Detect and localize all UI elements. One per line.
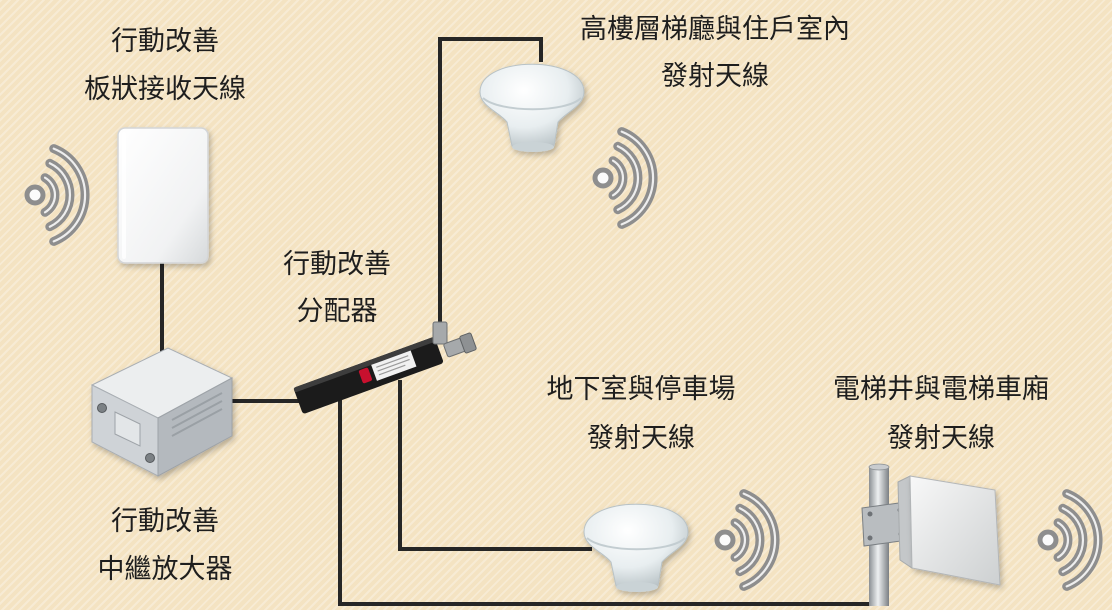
splitter-label-lines (376, 355, 410, 376)
directional-panel-antenna-icon (861, 463, 1001, 606)
splitter-logo (358, 367, 372, 384)
antenna-pole-top (868, 463, 890, 471)
receiver-antenna-subtitle: 板狀接收天線 (84, 74, 246, 105)
ceiling-dome-antenna-icon (479, 63, 585, 152)
wave-highlight (738, 507, 761, 573)
receiver-antenna-title: 行動改善 (111, 26, 219, 57)
amplifier-label-plate (114, 411, 141, 447)
dome-rim (482, 97, 582, 111)
signal-wave-icon (592, 127, 658, 229)
amplifier-icon (90, 347, 234, 477)
splitter-title: 行動改善 (283, 249, 391, 280)
splitter-icon (293, 321, 477, 414)
wave-source-dot (1037, 529, 1059, 551)
antenna-mount-bolt (867, 535, 873, 541)
wave-highlight (742, 492, 777, 588)
dome-base (616, 582, 658, 592)
wave-highlight (48, 162, 71, 228)
wave-highlight (1061, 507, 1084, 573)
wave-highlight (1065, 492, 1100, 588)
elevator-antenna-title: 電梯井與電梯車廂 (833, 374, 1049, 405)
splitter-highlight (293, 337, 436, 393)
elevator-antenna-subtitle: 發射天線 (887, 423, 995, 454)
wave-highlight (620, 130, 655, 226)
splitter-connector-right (459, 332, 477, 354)
wave-highlight (733, 521, 747, 559)
dome-body (583, 503, 689, 592)
dome-body (479, 63, 585, 152)
panel-antenna-edge (122, 132, 126, 259)
signal-wave-icon (24, 144, 90, 246)
wave-highlight (1056, 521, 1070, 559)
splitter-connector-top (432, 321, 448, 345)
ceiling-dome-antenna-icon (583, 503, 689, 592)
upper-floor-antenna-title: 高樓層梯廳與住戶室內 (580, 14, 850, 45)
amplifier-subtitle: 中繼放大器 (98, 554, 233, 585)
basement-antenna-title: 地下室與停車場 (547, 374, 736, 405)
wave-highlight (43, 176, 57, 214)
basement-antenna-subtitle: 發射天線 (587, 423, 695, 454)
dome-rim (586, 537, 686, 551)
antenna-mount-bolt (867, 511, 873, 517)
signal-wave-icon (714, 489, 780, 591)
wave-source-dot (592, 167, 614, 189)
wave-source-dot (714, 529, 736, 551)
splitter-subtitle: 分配器 (297, 296, 378, 327)
amplifier-title: 行動改善 (111, 506, 219, 537)
wave-highlight (611, 159, 625, 197)
cable-splitter-to-basement (398, 380, 592, 551)
panel-antenna-icon (117, 127, 209, 264)
dome-base (512, 142, 554, 152)
wave-source-dot (24, 184, 46, 206)
amplifier-port (97, 403, 107, 413)
signal-wave-icon (1037, 489, 1103, 591)
panel-antenna-body (117, 127, 209, 264)
wave-highlight (616, 145, 639, 211)
antenna-panel-body (909, 475, 1001, 586)
upper-floor-antenna-subtitle: 發射天線 (661, 61, 769, 92)
amplifier-ribs (171, 392, 223, 437)
wave-highlight (52, 147, 87, 243)
amplifier-right-face (157, 377, 233, 477)
amplifier-port (145, 453, 155, 463)
cable-splitter-to-upper-floor (438, 37, 543, 325)
